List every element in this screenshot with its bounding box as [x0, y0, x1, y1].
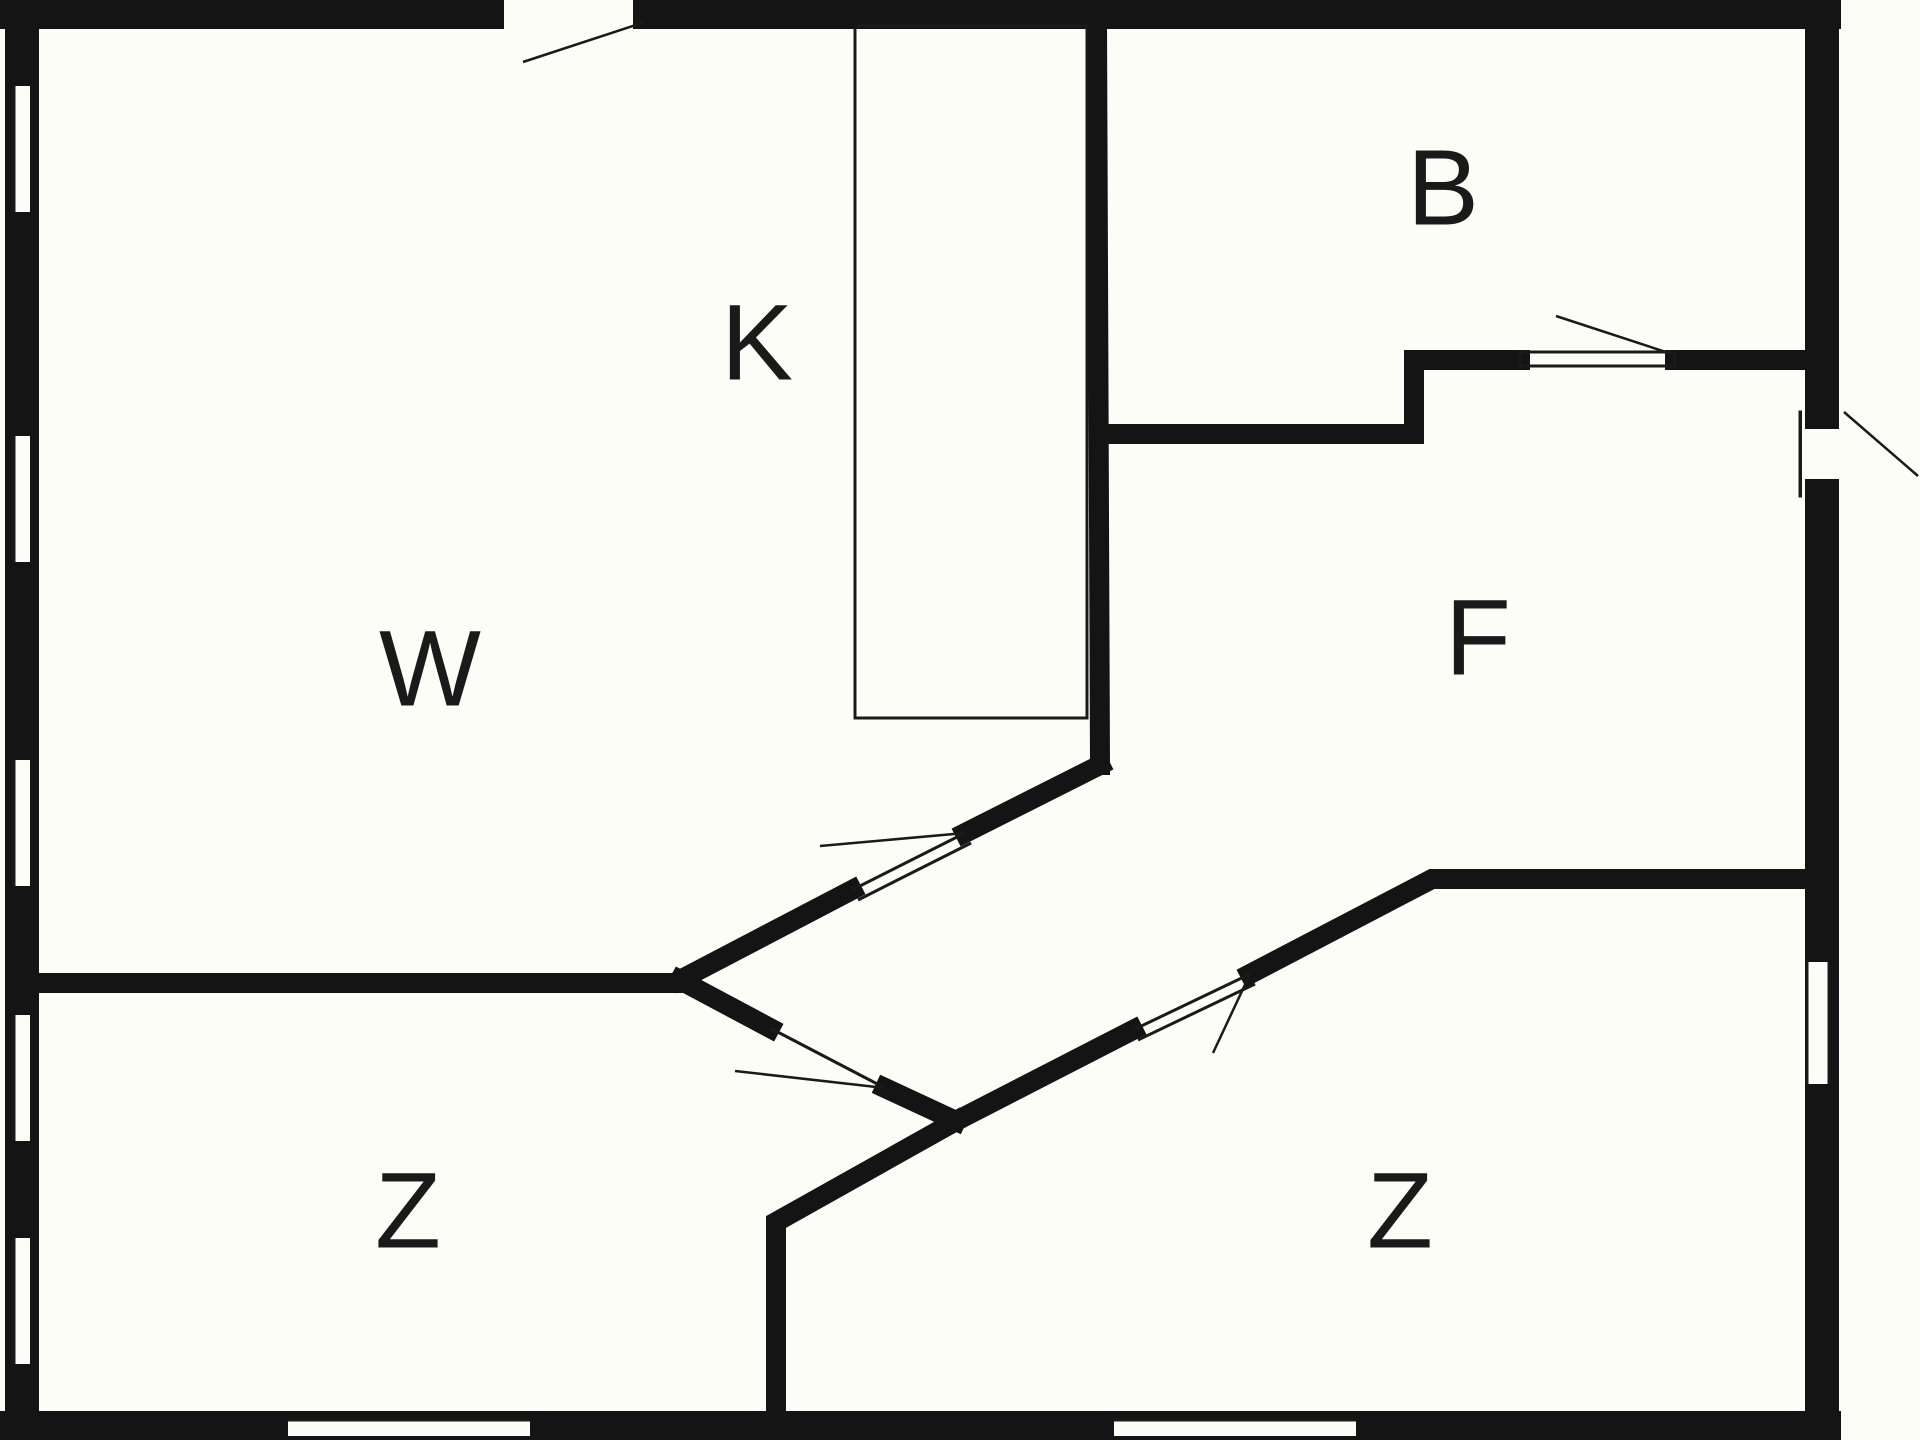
door-entrance: [1843, 411, 1919, 477]
doors: [522, 20, 1919, 1090]
window-bottom-2: [1114, 1420, 1356, 1436]
door-bath: [1555, 314, 1676, 357]
window-bottom-1: [288, 1420, 530, 1436]
window-left-4: [14, 1015, 30, 1141]
room-label-bath: B: [1407, 127, 1479, 248]
interior-walls: [26, 9, 1822, 1428]
door-room-left: [734, 1069, 886, 1090]
door-room-right: [1211, 973, 1252, 1054]
window-left-1: [14, 86, 30, 212]
room-label-room-right: Z: [1367, 1150, 1433, 1271]
room-label-hall: F: [1445, 577, 1511, 698]
door-living: [819, 831, 966, 848]
window-left-2: [14, 436, 30, 562]
window-left-5: [14, 1238, 30, 1364]
room-label-room-left: Z: [375, 1150, 441, 1271]
window-right-1: [1807, 962, 1829, 1084]
kitchen-counter: [853, 24, 1089, 720]
room-labels: W K B F Z Z: [375, 127, 1511, 1271]
windows: [12, 86, 1831, 1436]
room-label-kitchen: K: [721, 282, 793, 403]
window-left-3: [14, 760, 30, 886]
room-label-living: W: [379, 608, 481, 729]
door-living-top: [522, 20, 646, 64]
